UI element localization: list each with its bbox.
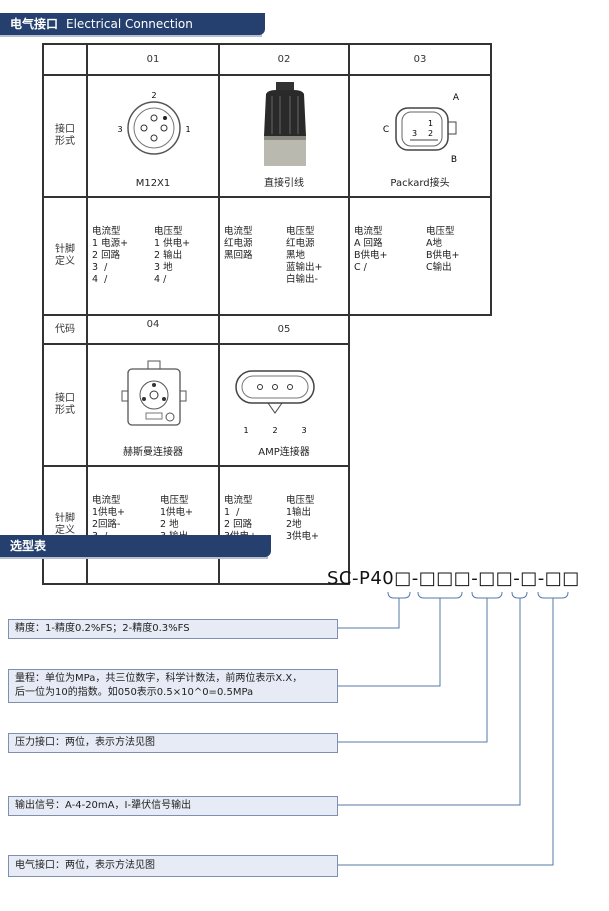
packard-connector-icon: A C B 1 2 3 <box>383 93 460 165</box>
row-label-form: 接口 形式 <box>42 74 88 198</box>
pins-01: 电流型 1 电源+ 2 回路 3 / 4 / 电压型 1 供电+ 2 输出 3 地… <box>86 196 220 316</box>
connector-amp: 1 2 3 AMP连接器 <box>218 343 350 467</box>
empty-cell <box>348 344 491 466</box>
row-label-code: 代码 <box>42 314 88 345</box>
section-title-en: Electrical Connection <box>66 17 193 31</box>
direct-lead-caption: 直接引线 <box>264 178 304 189</box>
packard-caption: Packard接头 <box>390 178 450 189</box>
empty-cell <box>348 315 491 344</box>
selection-item-electrical: 电气接口：两位，表示方法见图 <box>8 855 338 877</box>
m12-caption: M12X1 <box>135 178 171 189</box>
section-title-zh: 电气接口 <box>10 17 59 31</box>
selection-item-output-signal: 输出信号：A-4-20mA，I-犟伏信号输出 <box>8 796 338 816</box>
pins-03-voltage: 电压型 A地 B供电+ C输出 <box>426 226 460 273</box>
code-04: 04 <box>86 314 220 345</box>
pins-01-current: 电流型 1 电源+ 2 回路 3 / 4 / <box>92 226 129 285</box>
pins-02-current: 电流型 红电源 黑回路 <box>224 226 253 261</box>
m12-pin-1: 1 <box>185 125 190 134</box>
pins-03: 电流型 A 回路 B供电+ C / 电压型 A地 B供电+ C输出 <box>348 196 492 316</box>
connector-hirschmann: 赫斯曼连接器 <box>86 343 220 467</box>
model-code: SC-P40□-□□□-□□-□-□□ <box>327 568 580 589</box>
packard-inner-1: 1 <box>428 119 433 128</box>
code-01: 01 <box>86 43 220 76</box>
amp-pin-1: 1 <box>243 426 248 435</box>
hirschmann-connector-icon <box>121 360 187 426</box>
selection-item-pressure-port: 压力接口：两位，表示方法见图 <box>8 733 338 753</box>
pins-05: 电流型 1 / 2 回路 3供电+电压型 1输出 2地 3供电+ <box>218 465 350 585</box>
row-label-pins-2: 针脚 定义 <box>42 465 88 585</box>
banner-underline <box>0 33 262 37</box>
pins-02: 电流型 红电源 黑回路 电压型 红电源 黑地 蓝输出+ 白输出- <box>218 196 350 316</box>
pins-01-voltage: 电压型 1 供电+ 2 输出 3 地 4 / <box>154 226 191 285</box>
m12-connector-icon: 2 3 1 <box>117 91 191 155</box>
section-banner-electrical: 电气接口 Electrical Connection <box>0 13 265 35</box>
empty-cell <box>348 466 491 584</box>
amp-caption: AMP连接器 <box>258 447 310 458</box>
packard-inner-3: 3 <box>412 129 417 138</box>
connector-direct-lead: 直接引线 <box>218 74 350 198</box>
code-03: 03 <box>348 43 492 76</box>
banner-underline <box>0 555 268 559</box>
pins-03-current: 电流型 A 回路 B供电+ C / <box>354 226 388 273</box>
code-02: 02 <box>218 43 350 76</box>
corner-cell <box>42 43 88 76</box>
connector-m12: 2 3 1 M12X1 <box>86 74 220 198</box>
code-05: 05 <box>218 314 350 345</box>
packard-pin-a: A <box>453 93 460 103</box>
section-title-selection: 选型表 <box>10 539 47 553</box>
hirschmann-caption: 赫斯曼连接器 <box>123 447 183 458</box>
row-label-form-2: 接口 形式 <box>42 343 88 467</box>
amp-pin-2: 2 <box>272 426 277 435</box>
packard-pin-b: B <box>451 155 457 165</box>
pins-02-voltage: 电压型 红电源 黑地 蓝输出+ 白输出- <box>286 226 323 285</box>
pins-05-voltage: 电压型 1输出 2地 3供电+ <box>286 495 320 542</box>
packard-pin-c: C <box>383 125 389 135</box>
selection-item-range: 量程：单位为MPa，共三位数字，科学计数法，前两位表示X.X， 后一位为10的指… <box>8 669 338 703</box>
row-label-pins: 针脚 定义 <box>42 196 88 316</box>
packard-inner-2: 2 <box>428 129 433 138</box>
cable-gland-icon <box>264 82 306 166</box>
section-banner-selection: 选型表 <box>0 535 271 557</box>
pins-04: 电流型 1供电+ 2回路- 3 / 4 /电压型 1供电+ 2 地 3 输出 4… <box>86 465 220 585</box>
m12-pin-2: 2 <box>151 91 156 100</box>
amp-pin-3: 3 <box>301 426 306 435</box>
connector-packard: A C B 1 2 3 Packard接头 <box>348 74 492 198</box>
selection-item-accuracy: 精度：1-精度0.2%FS；2-精度0.3%FS <box>8 619 338 639</box>
amp-connector-icon: 1 2 3 <box>235 370 315 435</box>
electrical-connection-table: 01 02 03 接口 形式 2 3 1 M12X1 <box>42 43 492 585</box>
m12-pin-3: 3 <box>117 125 122 134</box>
